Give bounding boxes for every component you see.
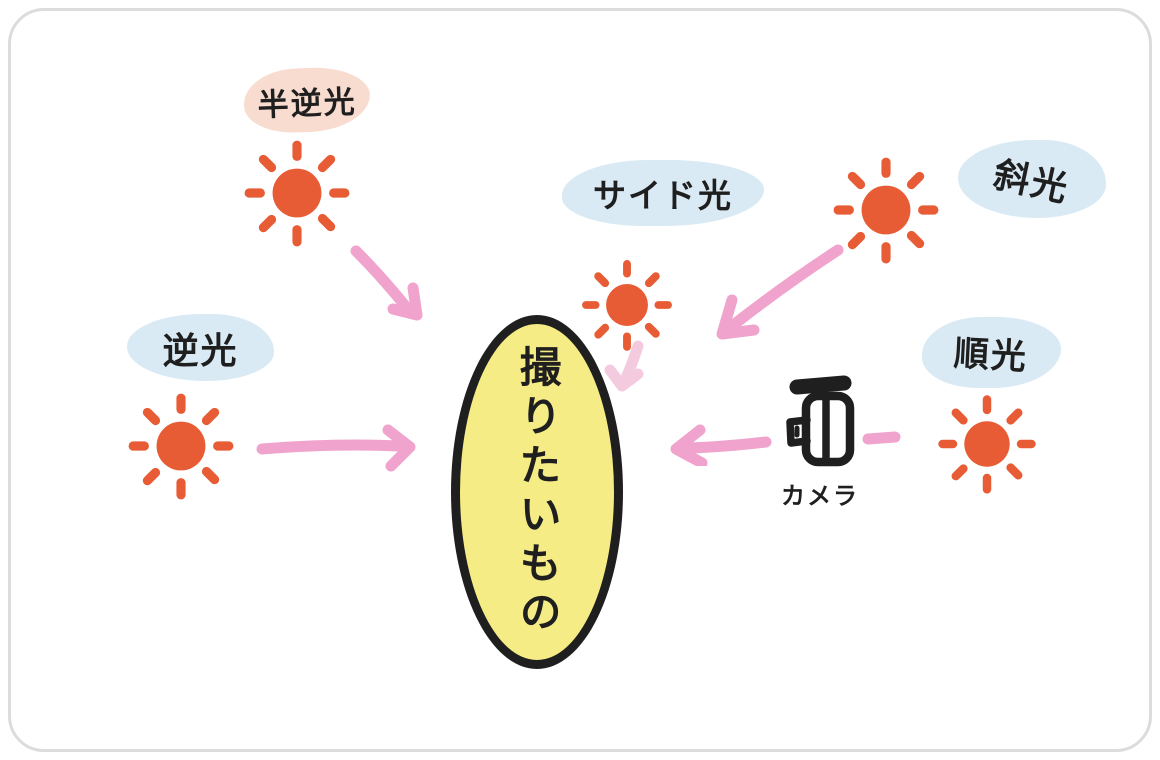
arrow-sidelight-icon <box>604 340 644 392</box>
subject-label: 撮りたいもの <box>513 345 562 639</box>
sun-frontlight-icon <box>935 392 1039 496</box>
label-frontlight: 順光 <box>922 317 1061 388</box>
label-obliquelight: 斜光 <box>958 140 1106 218</box>
sun-half-backlight-icon <box>241 137 353 249</box>
arrow-obliquelight-icon <box>716 244 844 340</box>
label-sidelight: サイド光 <box>562 160 764 226</box>
camera-label: カメラ <box>781 482 859 510</box>
label-backlight: 逆光 <box>127 314 274 381</box>
subject-oval: 撮りたいもの <box>451 315 623 669</box>
camera-icon <box>786 375 855 467</box>
arrow-half-backlight-icon <box>350 245 423 321</box>
arrow-backlight-icon <box>256 424 416 472</box>
sun-backlight-icon <box>125 390 237 502</box>
arrow-frontlight-icon <box>670 424 901 466</box>
